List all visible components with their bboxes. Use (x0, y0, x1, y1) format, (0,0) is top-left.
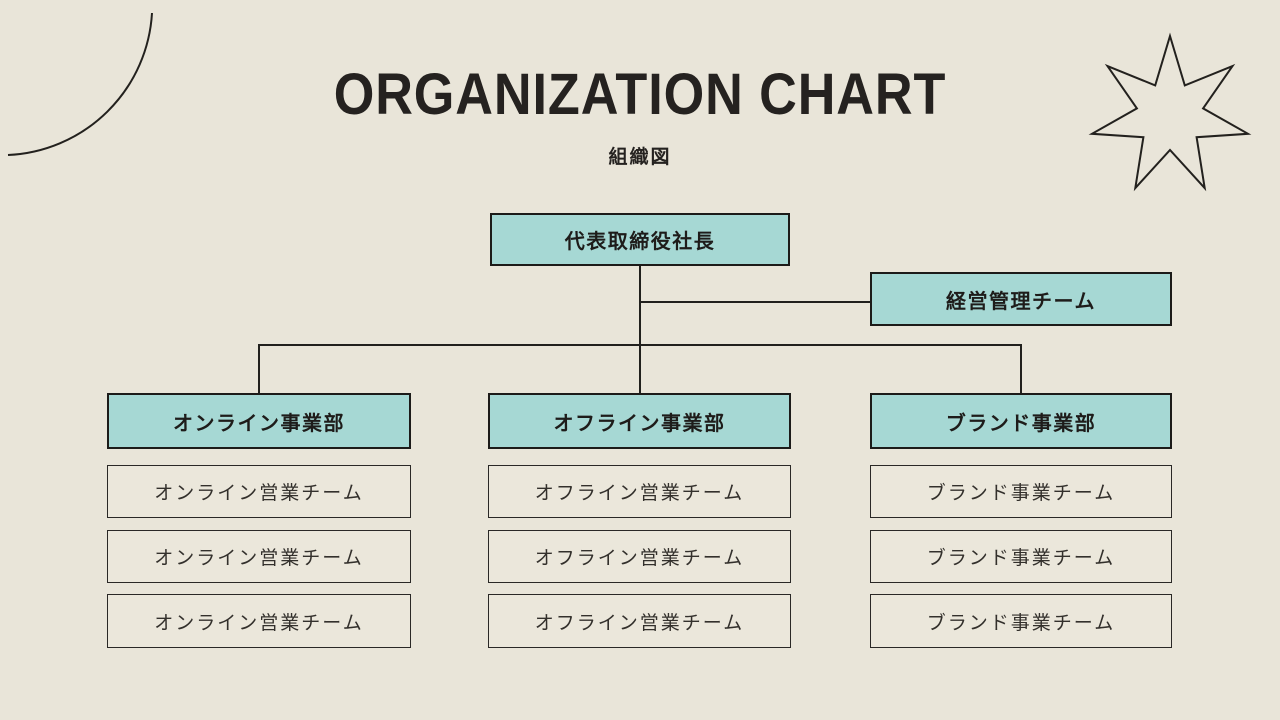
team-node-label: オフライン営業チーム (534, 483, 745, 504)
team-node: オフライン営業チーム (488, 465, 791, 518)
connector-staff-horizontal (639, 301, 871, 303)
connector-root-vertical (639, 265, 641, 394)
team-node-label: オフライン営業チーム (534, 612, 745, 634)
team-node: オンライン営業チーム (107, 465, 411, 518)
division-node-offline: オフライン事業部 (488, 393, 791, 449)
connector-left-drop (258, 344, 260, 394)
team-node-label: オンライン営業チーム (154, 548, 364, 569)
org-node-president: 代表取締役社長 (490, 213, 790, 266)
team-node: オンライン営業チーム (107, 594, 411, 648)
team-node: オフライン営業チーム (488, 530, 791, 583)
team-node: ブランド事業チーム (870, 465, 1172, 518)
connector-right-drop (1020, 344, 1022, 394)
team-node: オフライン営業チーム (488, 594, 791, 648)
division-node-label: オフライン事業部 (553, 412, 726, 435)
team-node: オンライン営業チーム (107, 530, 411, 583)
page-title: ORGANIZATION CHART (333, 62, 947, 127)
page-subtitle: 組織図 (608, 147, 672, 168)
org-node-management-team: 経営管理チーム (870, 272, 1172, 326)
division-node-label: ブランド事業部 (945, 412, 1097, 435)
division-node-brand: ブランド事業部 (870, 393, 1172, 449)
team-node-label: オンライン営業チーム (154, 483, 364, 504)
team-node-label: オンライン営業チーム (154, 612, 364, 634)
team-node-label: ブランド事業チーム (926, 483, 1116, 504)
team-node-label: ブランド事業チーム (926, 612, 1116, 634)
org-node-management-team-label: 経営管理チーム (946, 290, 1096, 313)
division-node-online: オンライン事業部 (107, 393, 411, 449)
team-node-label: ブランド事業チーム (926, 548, 1116, 569)
division-node-label: オンライン事業部 (173, 412, 345, 435)
team-node: ブランド事業チーム (870, 594, 1172, 648)
org-node-president-label: 代表取締役社長 (564, 231, 716, 253)
team-node-label: オフライン営業チーム (534, 548, 745, 569)
connector-divisions-horizontal (258, 344, 1022, 346)
team-node: ブランド事業チーム (870, 530, 1172, 583)
